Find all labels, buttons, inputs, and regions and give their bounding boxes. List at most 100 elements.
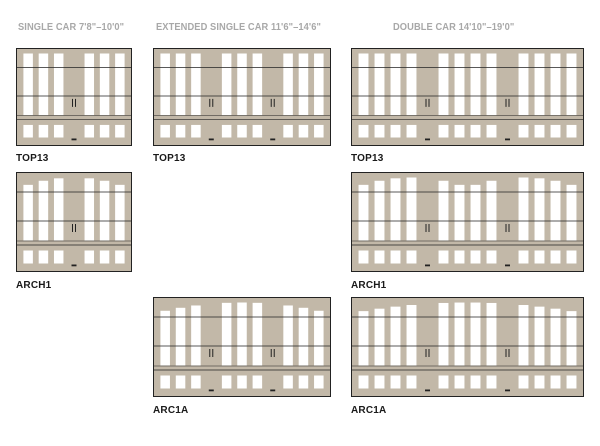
window-slat [115,184,125,241]
window-slat [221,302,232,366]
window-slat [191,305,201,366]
door-label-arc1a-extended: ARC1A [153,405,189,416]
window-slat [454,53,465,116]
lift-handle-icon [270,349,275,357]
window-slat [358,311,369,366]
window-slat [283,53,293,116]
header-double-car: DOUBLE CAR 14'10"–19'0" [393,22,515,33]
lower-slat [454,375,465,389]
window-slat [566,311,577,366]
window-slat [358,53,369,116]
lower-slat [470,250,481,264]
door-arc1a-double[interactable] [351,297,584,397]
lower-slat [160,375,170,389]
door-frame [16,172,132,272]
lower-slat [115,250,125,264]
lower-slat [566,250,577,264]
door-arch1-single[interactable] [16,172,132,272]
lower-slat [23,250,33,264]
window-slat [160,310,170,366]
door-arch1-double[interactable] [351,172,584,272]
door-frame [16,48,132,146]
window-slat [486,302,497,366]
window-slat [406,53,417,116]
lift-handle-icon [209,349,214,357]
lift-handle-icon [425,349,430,357]
lower-slat [390,250,401,264]
lower-slat [84,124,95,138]
door-top13-double[interactable] [351,48,584,146]
window-slat [534,306,545,366]
window-slat [38,180,49,241]
door-label-top13-single: TOP13 [16,153,49,164]
window-slat [454,302,465,366]
lower-slat [406,375,417,389]
window-slat [518,53,529,116]
door-frame [351,297,584,397]
window-slat [38,53,49,116]
window-slat [298,307,309,366]
window-slat [390,306,401,366]
lower-slat [470,124,481,138]
lower-slat [358,124,369,138]
door-arc1a-extended[interactable] [153,297,331,397]
lower-slat [160,124,170,138]
lower-slat [252,375,263,389]
lower-slat [454,124,465,138]
lower-slat [438,124,449,138]
lower-slat [175,124,186,138]
lower-slat [283,124,293,138]
lower-slat [406,250,417,264]
window-slat [406,177,417,241]
lift-handle-icon [505,98,510,107]
header-extended-single-car: EXTENDED SINGLE CAR 11'6"–14'6" [156,22,321,33]
lower-slat [534,124,545,138]
lower-slat [358,250,369,264]
lower-slat [191,124,201,138]
window-slat [84,178,95,241]
lift-handle-icon [209,98,214,107]
lower-slat [53,124,64,138]
lock-icon [505,389,510,392]
window-slat [566,184,577,241]
lock-icon [505,138,510,141]
window-slat [298,53,309,116]
lift-handle-icon [270,98,275,107]
lower-slat [358,375,369,389]
lower-slat [454,250,465,264]
lower-slat [534,375,545,389]
door-top13-extended[interactable] [153,48,331,146]
window-slat [53,178,64,241]
door-frame [351,48,584,146]
window-slat [438,180,449,241]
lower-slat [486,375,497,389]
lower-slat [283,375,293,389]
lower-slat [518,124,529,138]
lower-slat [314,124,324,138]
window-slat [550,53,561,116]
lower-slat [115,124,125,138]
lower-slat [390,124,401,138]
lift-handle-icon [425,98,430,107]
lower-slat [314,375,324,389]
window-slat [518,305,529,366]
window-slat [438,53,449,116]
lower-slat [566,375,577,389]
window-slat [23,184,33,241]
lock-icon [270,389,276,392]
door-top13-single[interactable] [16,48,132,146]
lock-icon [71,264,77,267]
lock-icon [270,138,276,141]
window-slat [191,53,201,116]
door-label-arch1-double: ARCH1 [351,280,387,291]
lower-slat [23,124,33,138]
lower-slat [390,375,401,389]
window-slat [374,308,385,366]
door-label-arch1-single: ARCH1 [16,280,52,291]
lower-slat [237,375,247,389]
window-slat [252,302,263,366]
window-slat [534,53,545,116]
lower-slat [298,375,309,389]
window-slat [550,308,561,366]
lower-slat [99,124,110,138]
